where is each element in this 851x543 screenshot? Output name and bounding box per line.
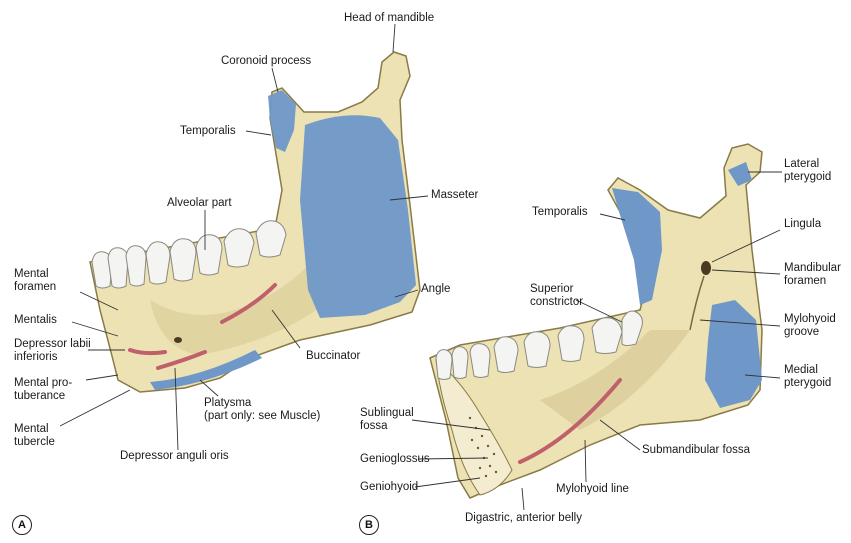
label-temporalis-a: Temporalis <box>180 125 236 138</box>
label-alveolar-part: Alveolar part <box>167 197 232 210</box>
label-sublingual-fossa: Sublingual fossa <box>360 407 414 433</box>
label-depressor-labii: Depressor labii inferioris <box>14 338 91 364</box>
mandibular-foramen-hole <box>701 261 711 275</box>
label-genioglossus: Genioglossus <box>360 453 430 466</box>
label-digastric: Digastric, anterior belly <box>465 512 582 525</box>
panel-a-marker: A <box>12 515 32 535</box>
label-medial-pterygoid: Medial pterygoid <box>784 364 831 390</box>
label-temporalis-b: Temporalis <box>532 206 588 219</box>
label-buccinator: Buccinator <box>306 350 360 363</box>
label-mylohyoid-line: Mylohyoid line <box>556 483 629 496</box>
label-geniohyoid: Geniohyoid <box>360 481 418 494</box>
label-depressor-anguli: Depressor anguli oris <box>120 450 229 463</box>
masseter-area <box>300 115 416 318</box>
label-lateral-pterygoid: Lateral pterygoid <box>784 158 831 184</box>
label-mentalis: Mentalis <box>14 314 57 327</box>
label-angle: Angle <box>421 283 450 296</box>
mandible-lateral-view <box>60 24 428 450</box>
label-superior-constrictor: Superior constrictor <box>530 283 583 309</box>
label-submandibular-fossa: Submandibular fossa <box>642 444 750 457</box>
label-head-of-mandible: Head of mandible <box>344 12 434 25</box>
label-platysma: Platysma (part only: see Muscle) <box>204 397 320 423</box>
label-mental-protuberance: Mental pro- tuberance <box>14 377 72 403</box>
panel-b-marker: B <box>359 515 379 535</box>
label-mental-tubercle: Mental tubercle <box>14 423 55 449</box>
label-coronoid-process: Coronoid process <box>221 55 311 68</box>
label-lingula: Lingula <box>784 218 821 231</box>
label-mental-foramen: Mental foramen <box>14 268 56 294</box>
label-mandibular-foramen: Mandibular foramen <box>784 262 841 288</box>
label-masseter: Masseter <box>431 189 478 202</box>
label-mylohyoid-groove: Mylohyoid groove <box>784 313 836 339</box>
mental-foramen-hole <box>174 337 182 343</box>
